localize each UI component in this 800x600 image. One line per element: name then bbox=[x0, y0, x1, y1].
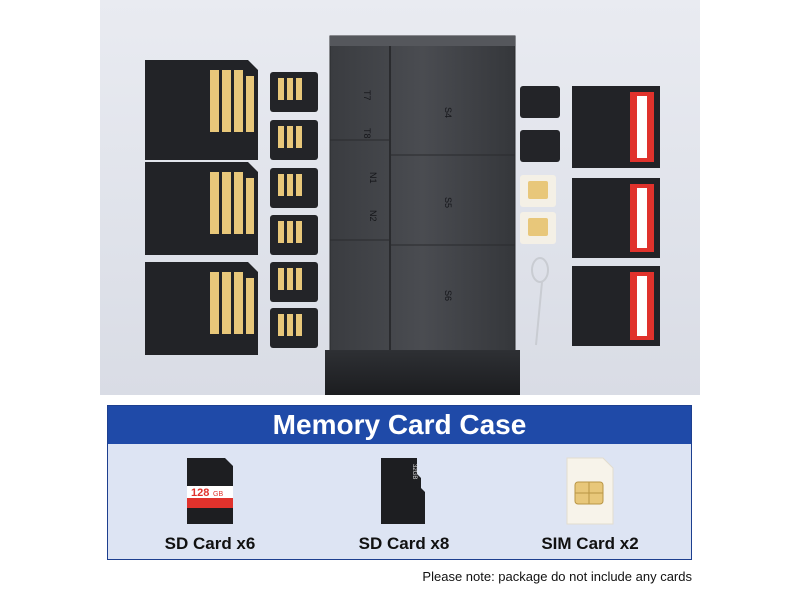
capacity-unit: GB bbox=[213, 491, 223, 498]
sd-card bbox=[572, 86, 660, 168]
right-small-cards bbox=[520, 86, 560, 346]
memory-card-case: T7 T8 N1 N2 S4 S5 S6 bbox=[325, 35, 520, 395]
micro-sd-card bbox=[270, 308, 318, 348]
micro-sd-card bbox=[270, 262, 318, 302]
sd-card bbox=[145, 60, 258, 160]
micro-sd-card bbox=[520, 130, 560, 162]
slot-label: T8 bbox=[362, 128, 372, 139]
disclaimer-note: Please note: package do not include any … bbox=[422, 569, 692, 584]
info-panel: Memory Card Case 128 GB SD Card x6 32GB … bbox=[107, 405, 692, 560]
slot-label: S4 bbox=[443, 107, 453, 118]
slot-label: S5 bbox=[443, 197, 453, 208]
sd-card-label: SD Card x6 bbox=[164, 534, 256, 553]
sd-card-icon: 128 GB bbox=[187, 458, 233, 524]
product-illustration: T7 T8 N1 N2 S4 S5 S6 bbox=[145, 35, 660, 395]
panel-title: Memory Card Case bbox=[108, 406, 691, 444]
product-photo: T7 T8 N1 N2 S4 S5 S6 bbox=[100, 0, 700, 395]
capacity-text: 128 bbox=[191, 487, 209, 499]
sd-card bbox=[572, 178, 660, 258]
micro-sd-card bbox=[270, 72, 318, 112]
sd-card bbox=[145, 262, 258, 355]
micro-sd-column bbox=[270, 72, 318, 348]
sim-card-item: SIM Card x2 bbox=[510, 454, 670, 554]
micro-sd-card-item: 32GB SD Card x8 bbox=[324, 454, 484, 554]
sim-card-label: SIM Card x2 bbox=[541, 534, 639, 553]
micro-sd-card-icon: 32GB bbox=[381, 458, 425, 524]
slot-label: N2 bbox=[368, 210, 378, 222]
sim-eject-pin bbox=[531, 257, 549, 346]
slot-label: S6 bbox=[443, 290, 453, 301]
sd-card-item: 128 GB SD Card x6 bbox=[130, 454, 290, 554]
capacity-text: 32GB bbox=[411, 464, 417, 479]
sim-card bbox=[520, 212, 556, 244]
micro-sd-card bbox=[270, 120, 318, 160]
sd-card bbox=[145, 162, 258, 255]
slot-label: N1 bbox=[368, 172, 378, 184]
micro-sd-card bbox=[270, 168, 318, 208]
sim-card bbox=[520, 175, 556, 207]
slot-label: T7 bbox=[362, 90, 372, 101]
micro-sd-card bbox=[520, 86, 560, 118]
sim-card-icon bbox=[566, 457, 614, 525]
micro-sd-card-label: SD Card x8 bbox=[358, 534, 450, 553]
sd-card-stack-left bbox=[145, 60, 258, 355]
sd-card-stack-right bbox=[572, 86, 660, 346]
sd-card bbox=[572, 266, 660, 346]
micro-sd-card bbox=[270, 215, 318, 255]
